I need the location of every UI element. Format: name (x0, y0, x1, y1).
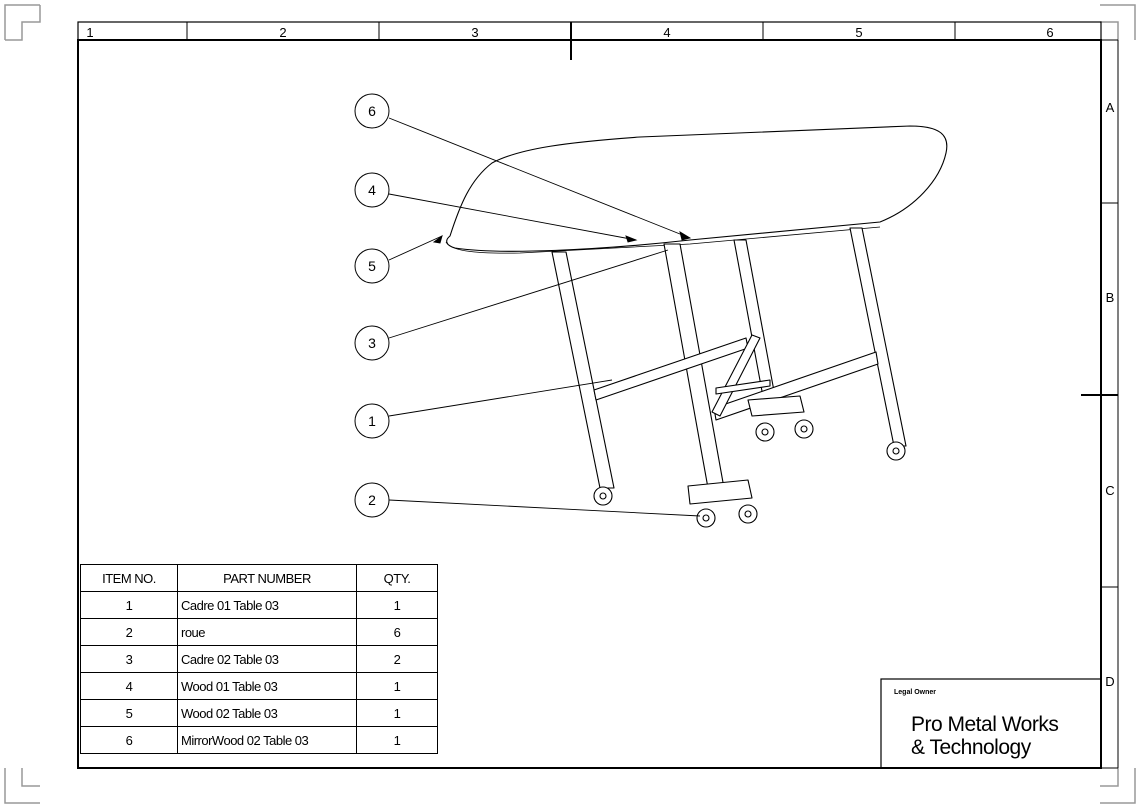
bom-part-number: Cadre 01 Table 03 (177, 591, 357, 619)
balloon-5-label: 5 (368, 258, 376, 274)
bom-qty: 2 (356, 645, 438, 673)
column-label-5: 5 (855, 25, 862, 40)
row-label-c: C (1105, 483, 1114, 498)
balloon-2-label: 2 (368, 492, 376, 508)
balloon-3-label: 3 (368, 335, 376, 351)
bom-header-part: PART NUMBER (177, 564, 357, 592)
title-block-frame (880, 678, 1102, 769)
title-block: Legal Owner Pro Metal Works & Technology (881, 679, 1099, 766)
frame-crossbars (593, 334, 879, 421)
balloon-6-label: 6 (368, 103, 376, 119)
bom-part-number: Wood 02 Table 03 (177, 699, 357, 727)
row-label-a: A (1106, 100, 1115, 115)
legal-owner-label: Legal Owner (894, 689, 937, 696)
bill-of-materials: ITEM NO. PART NUMBER QTY. 1 Cadre 01 Tab… (80, 564, 438, 754)
caster-wheels (593, 419, 906, 528)
balloon-5: 5 (354, 248, 390, 284)
bom-qty: 6 (356, 618, 438, 646)
bom-row: 5 Wood 02 Table 03 1 (80, 699, 438, 727)
balloon-6: 6 (354, 93, 390, 129)
bom-qty: 1 (356, 672, 438, 700)
bom-item-no: 2 (80, 618, 178, 646)
row-label-d: D (1105, 674, 1114, 689)
balloons: 6 4 5 3 1 2 (354, 93, 390, 518)
balloon-1-label: 1 (368, 413, 376, 429)
bom-part-number: roue (177, 618, 357, 646)
company-name-line-1: Pro Metal Works (911, 713, 1059, 736)
caster-bases (687, 395, 805, 505)
drawing-border (77, 21, 1119, 769)
balloon-4: 4 (354, 172, 390, 208)
column-labels: 1 2 3 4 5 6 (86, 25, 1053, 40)
bom-header-qty: QTY. (356, 564, 438, 592)
bom-part-number: Wood 01 Table 03 (177, 672, 357, 700)
bom-row: 1 Cadre 01 Table 03 1 (80, 591, 438, 619)
bom-item-no: 3 (80, 645, 178, 673)
tabletop (446, 125, 948, 252)
column-label-2: 2 (279, 25, 286, 40)
column-label-1: 1 (86, 25, 93, 40)
bom-qty: 1 (356, 699, 438, 727)
balloon-1: 1 (354, 403, 390, 439)
table-legs (551, 227, 907, 489)
bom-part-number: Cadre 02 Table 03 (177, 645, 357, 673)
bom-item-no: 6 (80, 726, 178, 754)
row-label-b: B (1106, 290, 1115, 305)
column-label-6: 6 (1046, 25, 1053, 40)
balloon-3: 3 (354, 325, 390, 361)
crop-marks (4, 4, 1136, 804)
balloon-4-label: 4 (368, 182, 376, 198)
column-label-3: 3 (471, 25, 478, 40)
bom-row: 2 roue 6 (80, 618, 438, 646)
column-label-4: 4 (663, 25, 670, 40)
bom-row: 6 MirrorWood 02 Table 03 1 (80, 726, 438, 754)
balloon-leaders (388, 117, 701, 517)
bom-item-no: 5 (80, 699, 178, 727)
table-assembly-view (445, 125, 948, 528)
company-name: Pro Metal Works & Technology (911, 713, 1059, 759)
bom-qty: 1 (356, 591, 438, 619)
bom-row: 3 Cadre 02 Table 03 2 (80, 645, 438, 673)
bom-part-number: MirrorWood 02 Table 03 (177, 726, 357, 754)
row-labels: A B C D (1105, 100, 1114, 689)
company-name-line-2: & Technology (911, 736, 1031, 759)
bom-qty: 1 (356, 726, 438, 754)
bom-item-no: 1 (80, 591, 178, 619)
bom-item-no: 4 (80, 672, 178, 700)
bom-header-row: ITEM NO. PART NUMBER QTY. (80, 564, 438, 592)
bom-row: 4 Wood 01 Table 03 1 (80, 672, 438, 700)
balloon-2: 2 (354, 482, 390, 518)
bom-header-item: ITEM NO. (80, 564, 178, 592)
